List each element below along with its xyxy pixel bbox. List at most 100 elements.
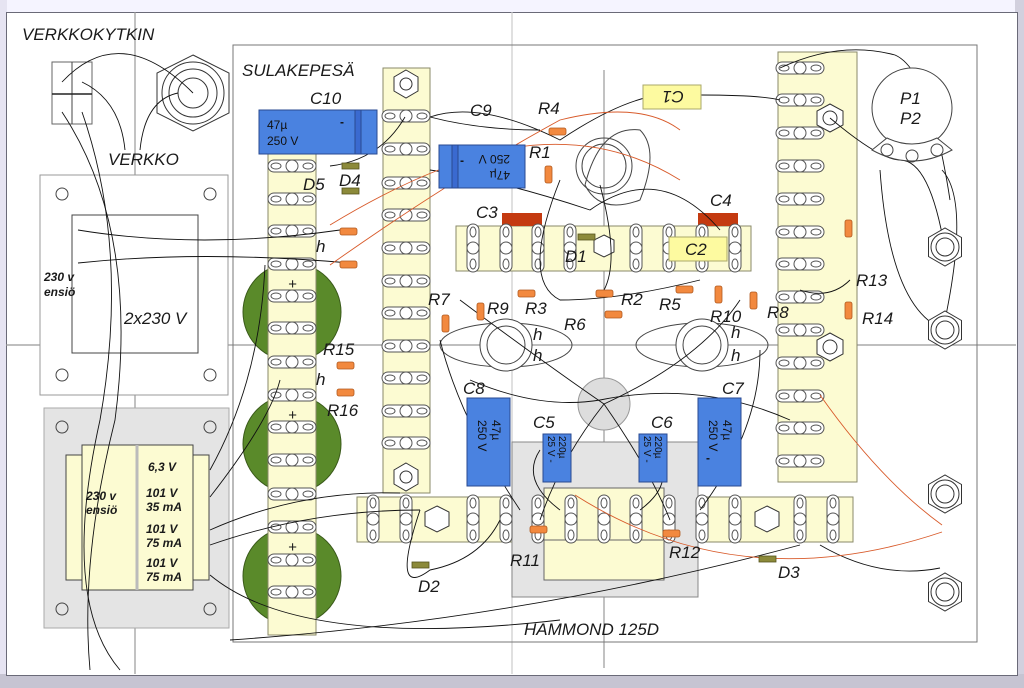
label-R5: R5 xyxy=(659,295,681,314)
label-D4: D4 xyxy=(339,171,361,190)
resistor-R8-body xyxy=(749,291,758,310)
solder-lug xyxy=(381,436,431,450)
resistor-body xyxy=(339,260,358,269)
label-R7: R7 xyxy=(428,290,450,309)
resistor-body xyxy=(339,227,358,236)
solder-lug xyxy=(499,223,513,273)
solder-lug xyxy=(381,176,431,190)
resistor-R6-body xyxy=(604,310,623,319)
plus-sign: + xyxy=(288,276,297,293)
mounting-nut xyxy=(393,69,419,99)
solder-lug xyxy=(775,93,825,107)
label-D1: D1 xyxy=(565,247,587,266)
solder-lug xyxy=(728,494,742,544)
label-R12: R12 xyxy=(669,543,701,562)
label-C9: C9 xyxy=(470,101,492,120)
solder-lug xyxy=(381,404,431,418)
label-C7: C7 xyxy=(722,379,744,398)
capacitor-value: 220µ xyxy=(556,436,567,459)
heater-label: h xyxy=(731,323,740,342)
resistor-R3-body xyxy=(517,289,536,298)
label-C2: C2 xyxy=(685,240,707,259)
winding-current: 75 mA xyxy=(146,536,182,550)
capacitor-C8 xyxy=(466,397,511,487)
tube-socket-v3 xyxy=(635,318,769,372)
capacitor-C3-body xyxy=(502,213,542,226)
solder-lug xyxy=(381,339,431,353)
solder-lug xyxy=(267,420,317,434)
capacitor-voltage: 250 V xyxy=(706,420,720,451)
label-C5: C5 xyxy=(533,413,555,432)
winding-volt: 101 V xyxy=(146,486,178,500)
capacitor-polarity: - xyxy=(706,451,710,465)
power-transformer-top xyxy=(39,174,229,396)
resistor-R7-body xyxy=(441,314,450,333)
label-R11: R11 xyxy=(510,551,540,570)
frame-bevel-bottom xyxy=(0,674,1024,688)
capacitor-C2 xyxy=(668,236,728,262)
capacitor-C7 xyxy=(697,397,742,487)
solder-lug xyxy=(775,421,825,435)
solder-lug xyxy=(775,454,825,468)
solder-lug xyxy=(775,192,825,206)
diode-D2-body xyxy=(411,561,430,569)
solder-lug xyxy=(267,257,317,271)
solder-lug xyxy=(366,494,380,544)
label-C10: C10 xyxy=(310,89,342,108)
label-R16: R16 xyxy=(327,401,359,420)
diode-D3-body xyxy=(758,555,777,563)
solder-lug xyxy=(564,494,578,544)
solder-lug xyxy=(499,494,513,544)
solder-lug xyxy=(775,126,825,140)
resistor-R11-body xyxy=(529,525,548,534)
label-R10: R10 xyxy=(710,307,742,326)
winding-volt: 6,3 V xyxy=(148,460,177,474)
frame-bevel-right xyxy=(1015,0,1024,688)
mounting-nut xyxy=(424,505,450,533)
label-D5: D5 xyxy=(303,175,325,194)
capacitor-value: 47µ xyxy=(267,118,287,132)
solder-lug xyxy=(267,520,317,534)
label-R1: R1 xyxy=(529,143,551,162)
capacitor-voltage: 250 V xyxy=(267,134,298,148)
solder-lug xyxy=(826,494,840,544)
pot-label-P2: P2 xyxy=(900,109,921,128)
capacitor-value: 47µ xyxy=(490,168,510,182)
label-R15: R15 xyxy=(323,340,355,359)
winding-current: 75 mA xyxy=(146,570,182,584)
solder-lug xyxy=(267,487,317,501)
top-primary-label: 230 v xyxy=(43,270,75,284)
capacitor-value: 47µ xyxy=(720,420,734,440)
winding-current: 35 mA xyxy=(146,500,182,514)
label-R4: R4 xyxy=(538,99,560,118)
resistor-R2-body xyxy=(595,289,614,298)
resistor-R9-body xyxy=(476,302,485,321)
label-D2: D2 xyxy=(418,577,440,596)
resistor-R15-body xyxy=(336,361,355,370)
frame-bevel-top xyxy=(0,0,1024,12)
solder-lug xyxy=(775,323,825,337)
solder-lug xyxy=(381,142,431,156)
heater-label: h xyxy=(316,370,325,389)
bottom-primary-label: 230 v xyxy=(85,489,117,503)
solder-lug xyxy=(793,494,807,544)
heater-label: h xyxy=(316,237,325,256)
capacitor-C4-body xyxy=(698,213,738,226)
solder-lug xyxy=(597,494,611,544)
solder-lug xyxy=(267,553,317,567)
mains-label: VERKKO xyxy=(108,150,179,169)
label-R13: R13 xyxy=(856,271,888,290)
solder-lug xyxy=(466,494,480,544)
solder-lug xyxy=(267,192,317,206)
solder-lug xyxy=(267,159,317,173)
wiring xyxy=(61,49,958,671)
capacitor-C5 xyxy=(542,433,572,483)
label-C6: C6 xyxy=(651,413,673,432)
label-D3: D3 xyxy=(778,563,800,582)
resistor-bodies xyxy=(336,127,853,538)
output-transformer-label: HAMMOND 125D xyxy=(524,620,659,639)
resistor-R12-body xyxy=(662,529,681,538)
resistor-R13-body xyxy=(844,219,853,238)
solder-lug xyxy=(728,223,742,273)
label-R14: R14 xyxy=(862,309,893,328)
